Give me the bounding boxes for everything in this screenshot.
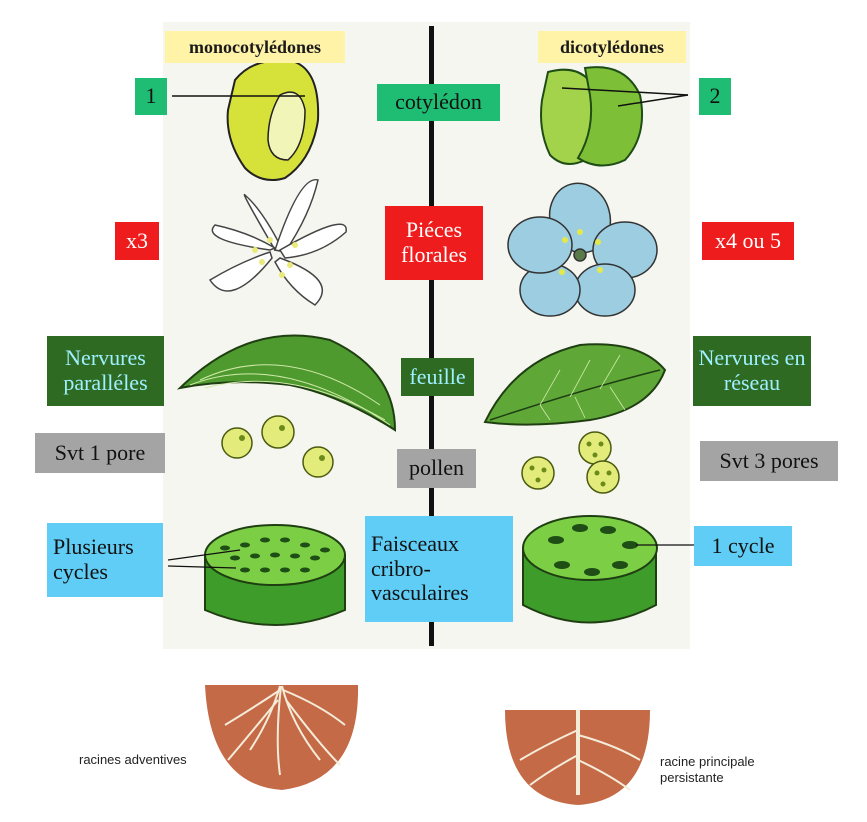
monocot-flower-illustration [208, 179, 347, 306]
dicot-flower-illustration [507, 182, 658, 317]
pollen-label: pollen [397, 449, 476, 488]
monocot-pollen-illustration [221, 415, 334, 478]
dicot-header: dicotylédones [538, 31, 686, 63]
dicot-cotyledon-count: 2 [699, 78, 731, 115]
monocot-stem-illustration [167, 524, 346, 626]
adventitious-roots-illustration [205, 685, 359, 790]
dicot-pollen-illustration [521, 431, 620, 494]
monocot-seed-illustration [172, 59, 320, 181]
dicot-seed-illustration [540, 66, 689, 167]
column-divider [429, 26, 434, 646]
monocot-floral-parts-count: x3 [115, 222, 159, 260]
dicot-leaf-venation: Nervures en réseau [693, 336, 811, 406]
floral-parts-label: Piéces florales [385, 206, 483, 280]
leaf-label: feuille [401, 358, 474, 396]
adventitious-roots-caption: racines adventives [79, 752, 187, 767]
monocot-bundle-arrangement: Plusieurs cycles [47, 523, 163, 597]
dicot-stem-illustration [522, 515, 694, 624]
monocot-cotyledon-count: 1 [135, 78, 167, 115]
cotyledon-label: cotylédon [377, 84, 500, 121]
dicot-leaf-illustration [483, 343, 667, 426]
vascular-bundles-label: Faisceaux cribro-vasculaires [365, 516, 513, 622]
monocot-leaf-venation: Nervures paralléles [47, 336, 164, 406]
dicot-bundle-arrangement: 1 cycle [694, 526, 792, 566]
dicot-floral-parts-count: x4 ou 5 [702, 222, 794, 260]
monocot-leaf-illustration [176, 334, 397, 432]
monocot-header: monocotylédones [165, 31, 345, 63]
taproot-caption: racine principale persistante [660, 754, 755, 785]
monocot-pollen-pores: Svt 1 pore [35, 433, 165, 473]
taproot-illustration [505, 710, 650, 805]
dicot-pollen-pores: Svt 3 pores [700, 441, 838, 481]
